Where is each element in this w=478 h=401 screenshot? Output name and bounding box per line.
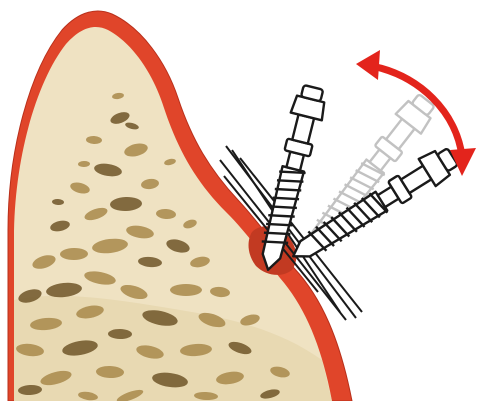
bone-cavity [170,284,202,296]
